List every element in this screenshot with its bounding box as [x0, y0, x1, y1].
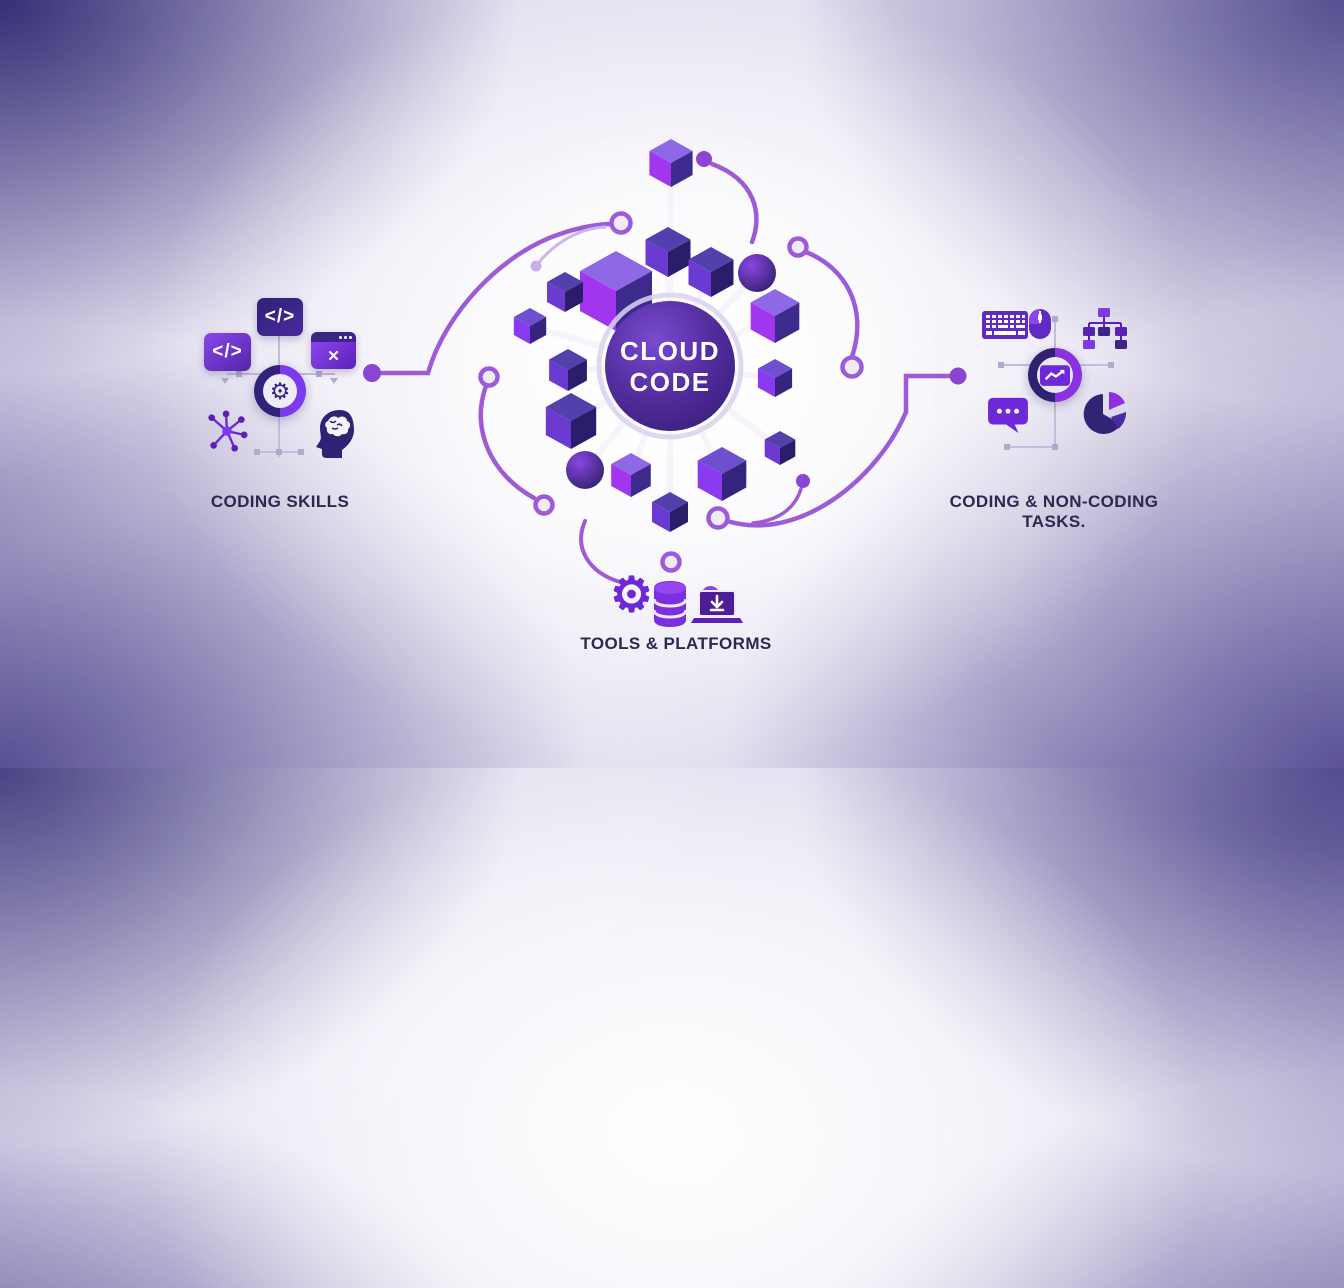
hub-title-line2: CODE	[629, 367, 710, 397]
connector-bottom	[579, 519, 682, 584]
pie-chart-icon	[1083, 392, 1127, 434]
keyboard-icon	[982, 311, 1028, 339]
gear-badge-icon: ⚙	[254, 365, 306, 417]
node-square	[1004, 444, 1010, 450]
label-tools-platforms: TOOLS & PLATFORMS	[580, 634, 772, 653]
label-coding-noncoding-tasks: CODING & NON-CODING TASKS.	[949, 492, 1159, 531]
node-square	[254, 449, 260, 455]
chat-bubble-icon	[988, 397, 1028, 434]
gear-icon: ⚙	[610, 569, 654, 622]
diagram-stage: CLOUD CODE	[363, 139, 967, 584]
arrow-down	[221, 378, 229, 384]
connectors	[363, 151, 967, 584]
connector-right	[706, 367, 967, 530]
node-square	[236, 371, 242, 377]
code-icon-2: </>	[204, 333, 251, 371]
node-square	[998, 362, 1004, 368]
connector-top-right	[787, 236, 864, 379]
cloud-laptop-icon	[691, 585, 743, 623]
node-square	[1052, 316, 1058, 322]
connector-left	[363, 211, 633, 382]
database-icon	[653, 581, 687, 627]
arrow-down	[330, 378, 338, 384]
node-square	[316, 371, 322, 377]
connector-bottom-left	[478, 366, 555, 516]
node-square	[276, 449, 282, 455]
code-glyph: </>	[212, 341, 243, 362]
node-square	[1108, 362, 1114, 368]
code-icon: </>	[257, 298, 303, 336]
close-icon: ✕	[327, 347, 340, 365]
label-coding-skills: CODING SKILLS	[210, 492, 350, 511]
trend-chart-icon	[1028, 348, 1082, 402]
hub-circle: CLOUD CODE	[596, 292, 744, 440]
connector-right-accent	[751, 474, 810, 525]
node-square	[1052, 444, 1058, 450]
connector-left-accent	[530, 225, 607, 272]
hub-title-line1: CLOUD	[620, 336, 720, 366]
org-chart-icon	[1083, 308, 1127, 349]
node-square	[298, 449, 304, 455]
trend-line	[1040, 364, 1070, 386]
gear-glyph: ⚙	[269, 377, 291, 404]
group-line	[1006, 446, 1056, 448]
brain-head-icon	[316, 410, 354, 458]
mouse-icon	[1029, 309, 1051, 339]
code-glyph: </>	[264, 306, 296, 327]
network-icon	[208, 410, 248, 452]
browser-bar	[311, 332, 356, 342]
browser-close-icon: ✕	[311, 332, 356, 369]
connector-top	[696, 151, 759, 245]
